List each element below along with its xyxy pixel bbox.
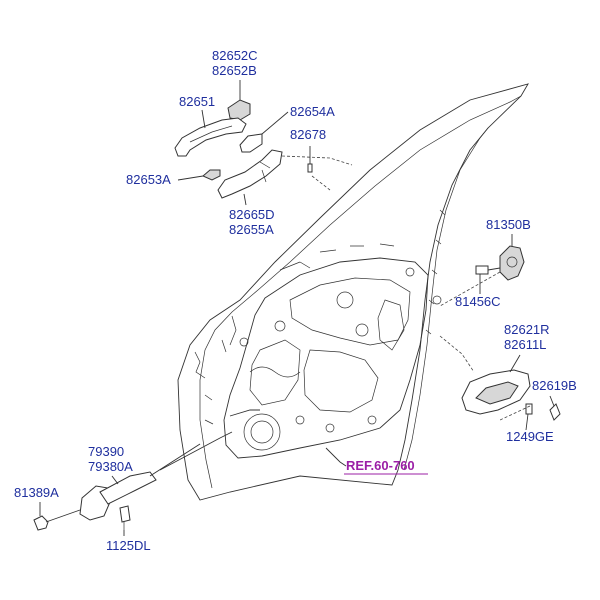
inside-handle-cap: [549, 403, 561, 421]
handle-screw: [307, 163, 313, 173]
inner-panel: [223, 243, 442, 459]
inside-handle-screw: [525, 403, 533, 415]
label-82611l: 82611L: [504, 337, 546, 352]
label-82651: 82651: [179, 94, 215, 109]
outside-handle: [174, 117, 247, 157]
label-82653a: 82653A: [126, 172, 171, 187]
label-82621r: 82621R: [504, 322, 550, 337]
label-82655a: 82655A: [229, 222, 274, 237]
label-81350b: 81350B: [486, 217, 531, 232]
label-1249ge: 1249GE: [506, 429, 554, 444]
striker-plate: [499, 245, 525, 281]
checker-bolt-b: [119, 505, 131, 523]
part-labels: 82652C 82652B 82651 82654A 82678 82653A …: [14, 48, 577, 553]
door-shell: [177, 83, 529, 501]
leader-lines: [159, 155, 531, 471]
handle-frame: [217, 149, 283, 199]
outside-handle-group: [174, 99, 313, 199]
inside-handle-group: [461, 369, 561, 421]
label-82619b: 82619B: [532, 378, 577, 393]
door-checker-group: [33, 443, 201, 531]
reference-label: REF.60-760: [346, 458, 415, 473]
checker-arm: [99, 471, 157, 505]
striker-group: [475, 245, 525, 281]
checker-bolt-a: [33, 515, 49, 531]
label-81389a: 81389A: [14, 485, 59, 500]
label-82678: 82678: [290, 127, 326, 142]
label-82665d: 82665D: [229, 207, 275, 222]
label-79390: 79390: [88, 444, 124, 459]
label-81456c: 81456C: [455, 294, 501, 309]
handle-gasket-front: [202, 169, 221, 181]
label-82654a: 82654A: [290, 104, 335, 119]
label-82652c: 82652C: [212, 48, 258, 63]
label-leaders: [39, 80, 555, 536]
label-82652b: 82652B: [212, 63, 257, 78]
handle-gasket-rear: [239, 133, 263, 153]
striker-bolt: [475, 265, 489, 275]
handle-cap: [227, 99, 251, 121]
label-79380a: 79380A: [88, 459, 133, 474]
label-1125dl: 1125DL: [106, 538, 151, 553]
